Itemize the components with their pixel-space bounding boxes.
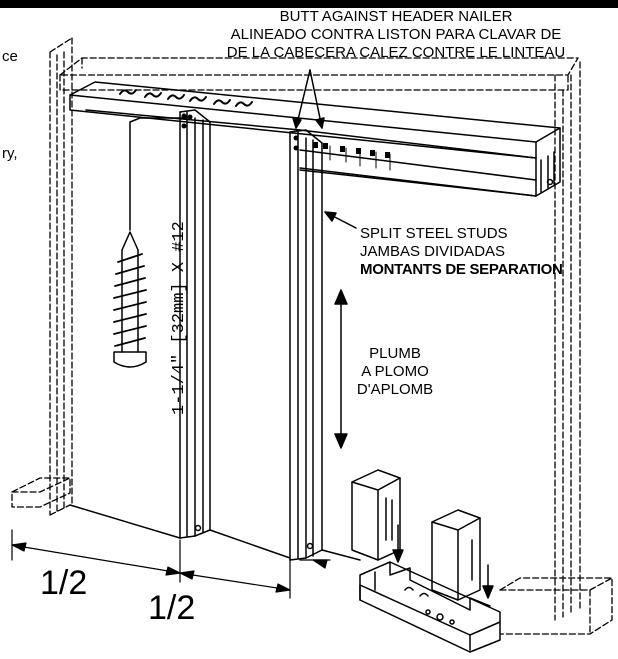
- header-track: [69, 81, 561, 197]
- studs-label-line3: MONTANTS DE SEPARATION: [360, 261, 563, 278]
- cutoff-text-middle: ry,: [2, 145, 18, 162]
- studs-label-line2: JAMBAS DIVIDADAS: [360, 243, 506, 260]
- floor-bracket: [359, 561, 501, 653]
- screw-spec-label: 1-1/4" [32mm] X #12: [170, 221, 189, 415]
- header-label-line2: ALINEADO CONTRA LISTON PARA CLAVAR DE: [230, 26, 562, 43]
- stud-sleeve-left: [351, 469, 401, 561]
- header-label: BUTT AGAINST HEADER NAILER ALINEADO CONT…: [182, 8, 610, 62]
- plumb-arrow: [334, 289, 348, 449]
- dimension-left: 1/2: [40, 564, 88, 602]
- studs-label-line1: SPLIT STEEL STUDS: [360, 225, 508, 242]
- plumb-label-line1: PLUMB: [369, 345, 421, 362]
- dimension-lines: [11, 529, 331, 599]
- screw-icon: [113, 117, 187, 368]
- floor-line: [69, 504, 361, 561]
- dimension-right: 1/2: [148, 589, 196, 627]
- header-label-line1: BUTT AGAINST HEADER NAILER: [279, 8, 513, 25]
- split-steel-stud-right: [289, 129, 323, 561]
- plumb-label-line2: A PLOMO: [361, 363, 429, 380]
- studs-leader-arrow: [324, 211, 357, 229]
- plumb-label: PLUMB A PLOMO D'APLOMB: [352, 345, 438, 399]
- cutoff-text-top: ce: [2, 48, 18, 65]
- rough-framing: [11, 37, 613, 635]
- split-steel-stud-left: [179, 109, 211, 539]
- plumb-label-line3: D'APLOMB: [356, 381, 434, 398]
- studs-label: SPLIT STEEL STUDS JAMBAS DIVIDADAS MONTA…: [360, 225, 563, 279]
- stud-sleeve-right: [431, 509, 481, 601]
- top-banner: [0, 0, 618, 8]
- header-leader-arrows: [292, 69, 325, 129]
- header-label-line3: DE LA CABECERA CALEZ CONTRE LE LINTEAU: [226, 44, 566, 61]
- insert-arrows: [392, 524, 494, 599]
